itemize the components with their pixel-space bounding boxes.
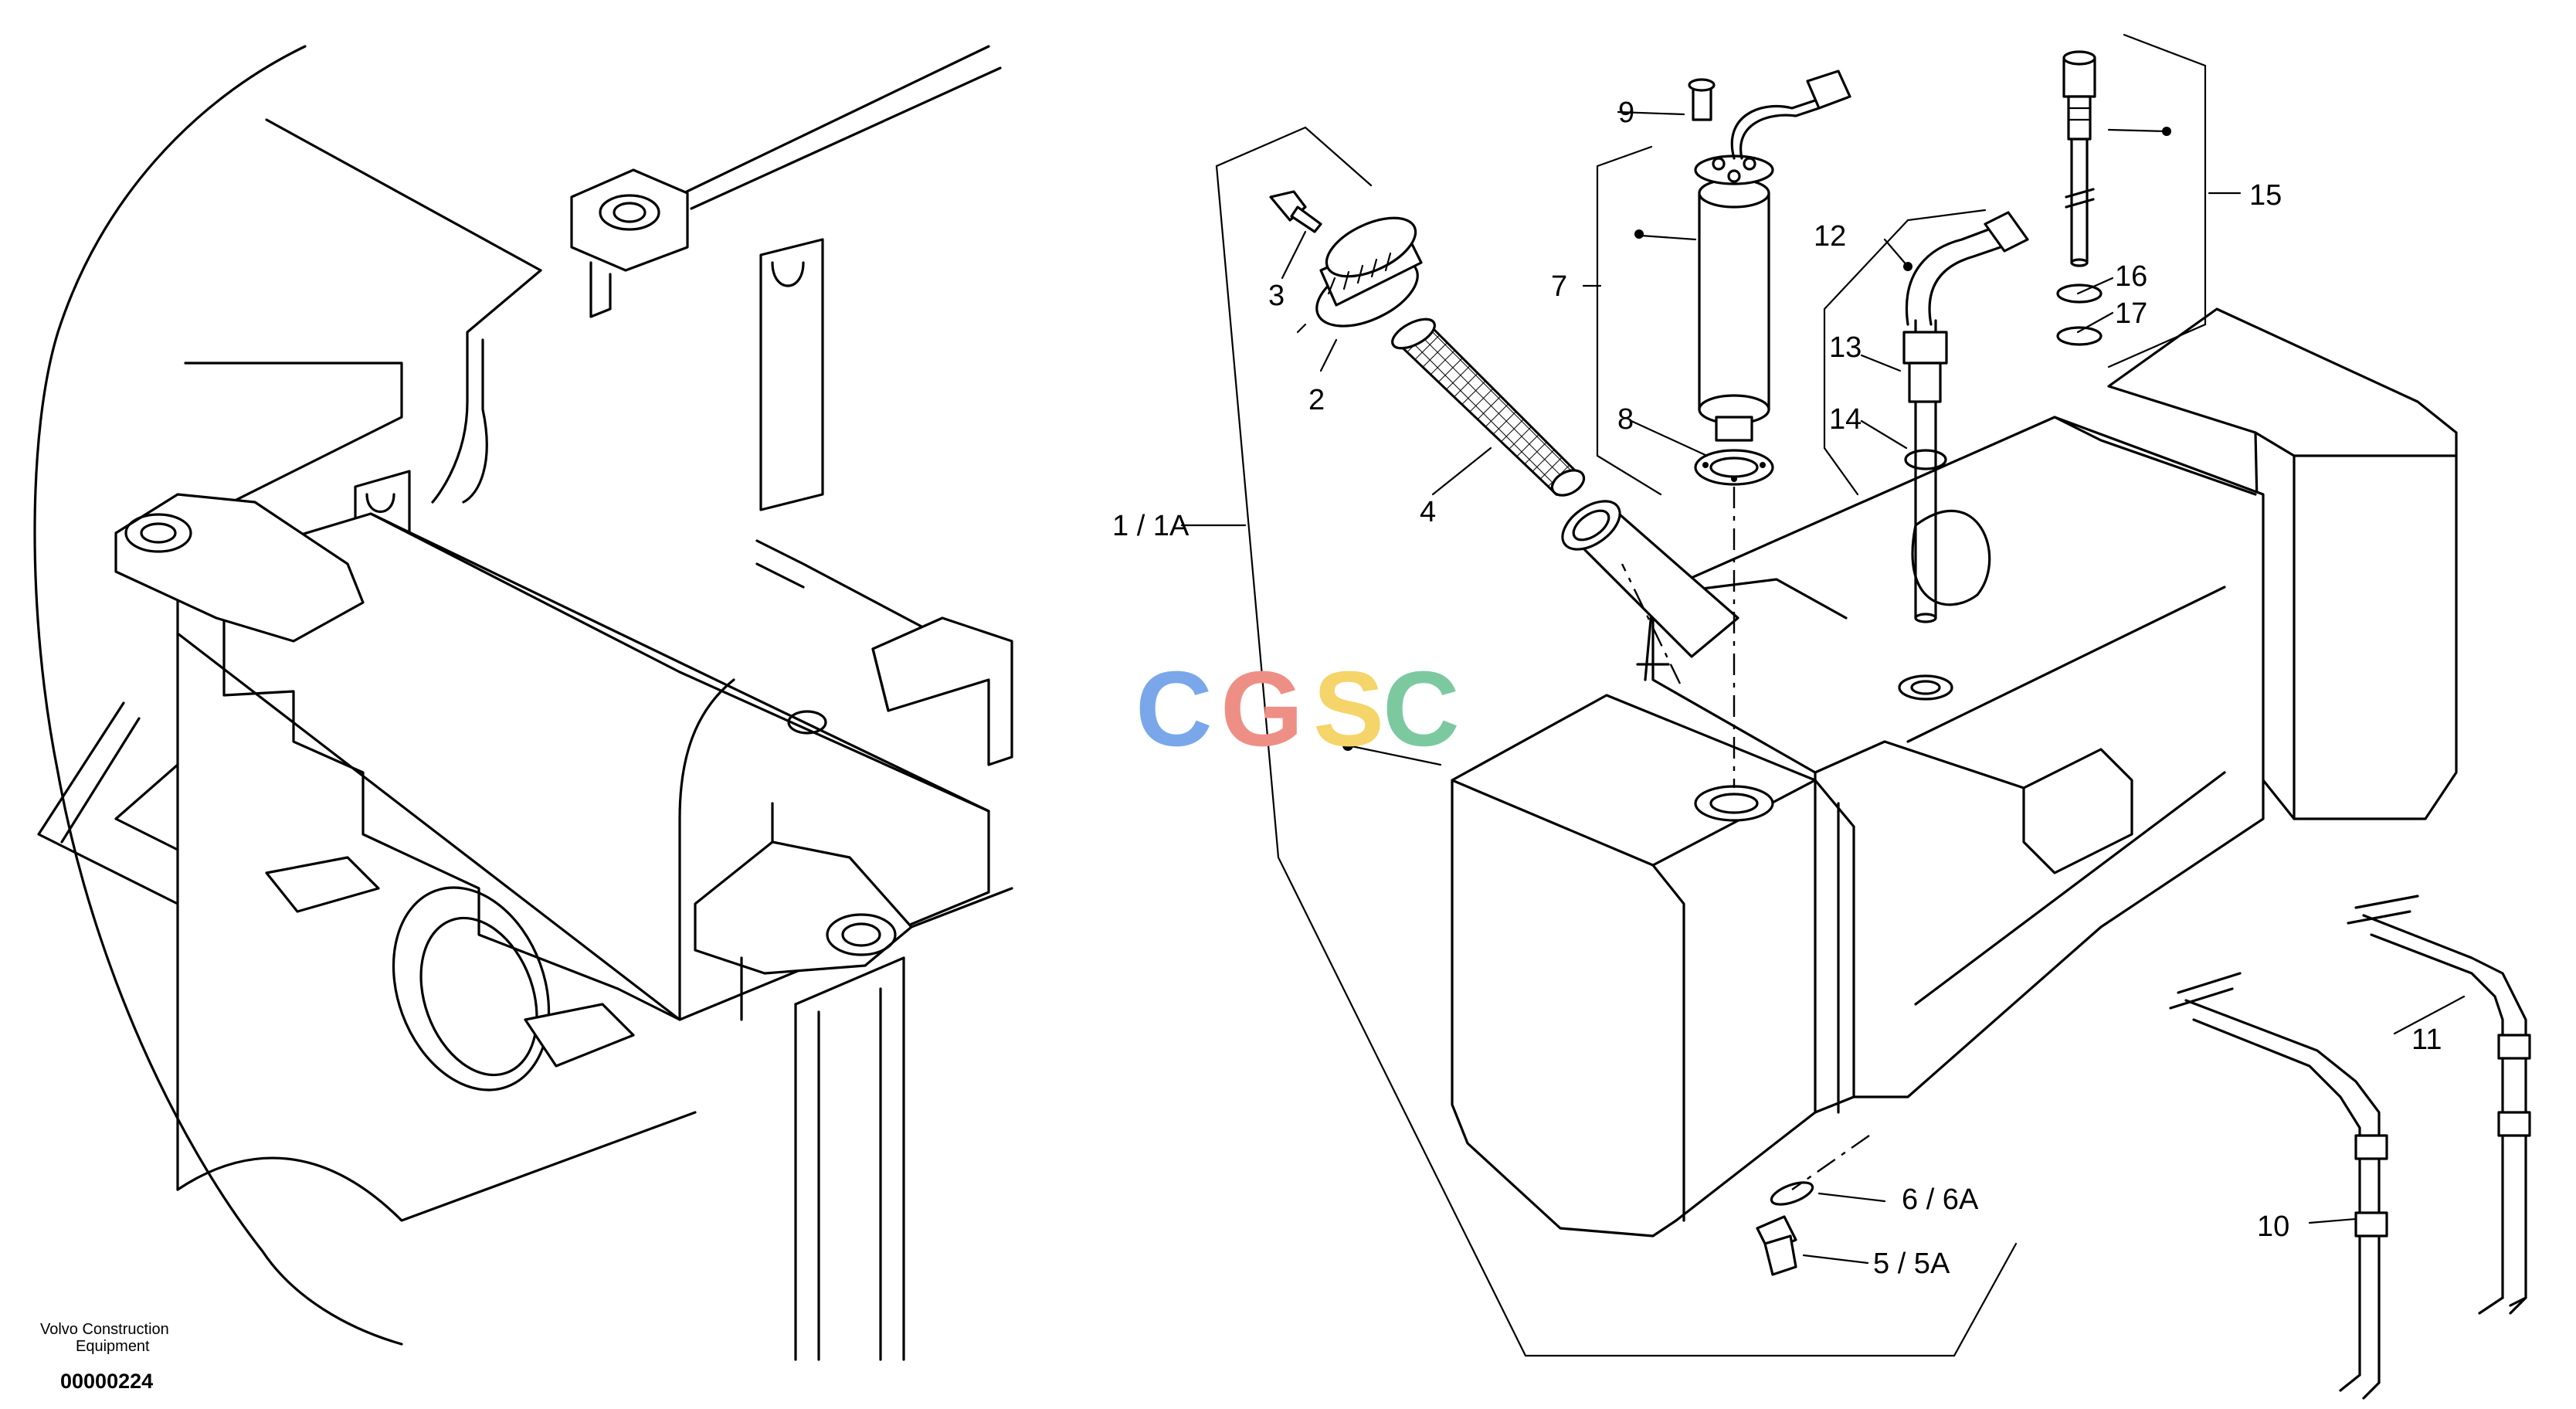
label-12: 12 bbox=[1814, 220, 1846, 253]
watermark-letter: S bbox=[1313, 650, 1384, 769]
assembly-lines bbox=[1215, 33, 2207, 1357]
filler-neck bbox=[1561, 500, 1739, 658]
label-5-5a: 5 / 5A bbox=[1873, 1248, 1950, 1280]
label-9: 9 bbox=[1618, 97, 1634, 129]
label-16: 16 bbox=[2115, 260, 2147, 293]
label-2: 2 bbox=[1308, 384, 1325, 416]
label-13: 13 bbox=[1829, 331, 1862, 364]
label-4: 4 bbox=[1420, 496, 1436, 528]
filler-cap bbox=[1315, 216, 1423, 328]
label-3: 3 bbox=[1268, 280, 1285, 312]
drawing-number: 00000224 bbox=[60, 1370, 153, 1393]
label-8: 8 bbox=[1617, 403, 1634, 436]
label-11: 11 bbox=[2411, 1024, 2442, 1056]
watermark-letter: C bbox=[1383, 650, 1460, 769]
tank-strap-11 bbox=[2347, 895, 2531, 1315]
label-15: 15 bbox=[2249, 179, 2282, 212]
return-pipe bbox=[1898, 211, 2029, 701]
label-17: 17 bbox=[2115, 297, 2147, 330]
drain-plug bbox=[1756, 1181, 1814, 1276]
filler-parts bbox=[1269, 190, 1739, 658]
leader-lines bbox=[1180, 110, 2466, 1265]
label-14: 14 bbox=[1829, 403, 1862, 436]
label-1-1a: 1 / 1A bbox=[1112, 510, 1190, 542]
key bbox=[1269, 190, 1322, 233]
label-6-6a: 6 / 6A bbox=[1902, 1183, 1979, 1216]
company-name-line1: Volvo Construction bbox=[40, 1321, 169, 1338]
part-labels: 1 / 1A 2 3 4 5 / 5A 6 / 6A 7 8 9 10 11 1… bbox=[1112, 97, 2442, 1280]
fuel-tank bbox=[1451, 307, 2458, 1238]
tank-strap-10 bbox=[2169, 972, 2388, 1400]
level-sender bbox=[1688, 70, 1851, 822]
watermark-letter: C bbox=[1135, 650, 1213, 769]
machine-frame bbox=[33, 45, 1013, 1361]
footer: Volvo Construction Equipment 00000224 bbox=[40, 1321, 169, 1393]
watermark-letter: G bbox=[1220, 650, 1303, 769]
strainer bbox=[1391, 317, 1586, 497]
company-name-line2: Equipment bbox=[76, 1338, 150, 1355]
breather bbox=[2056, 50, 2103, 346]
label-7: 7 bbox=[1551, 270, 1567, 303]
watermark-cgsc: C G S C bbox=[1135, 650, 1460, 769]
label-10: 10 bbox=[2257, 1210, 2289, 1243]
